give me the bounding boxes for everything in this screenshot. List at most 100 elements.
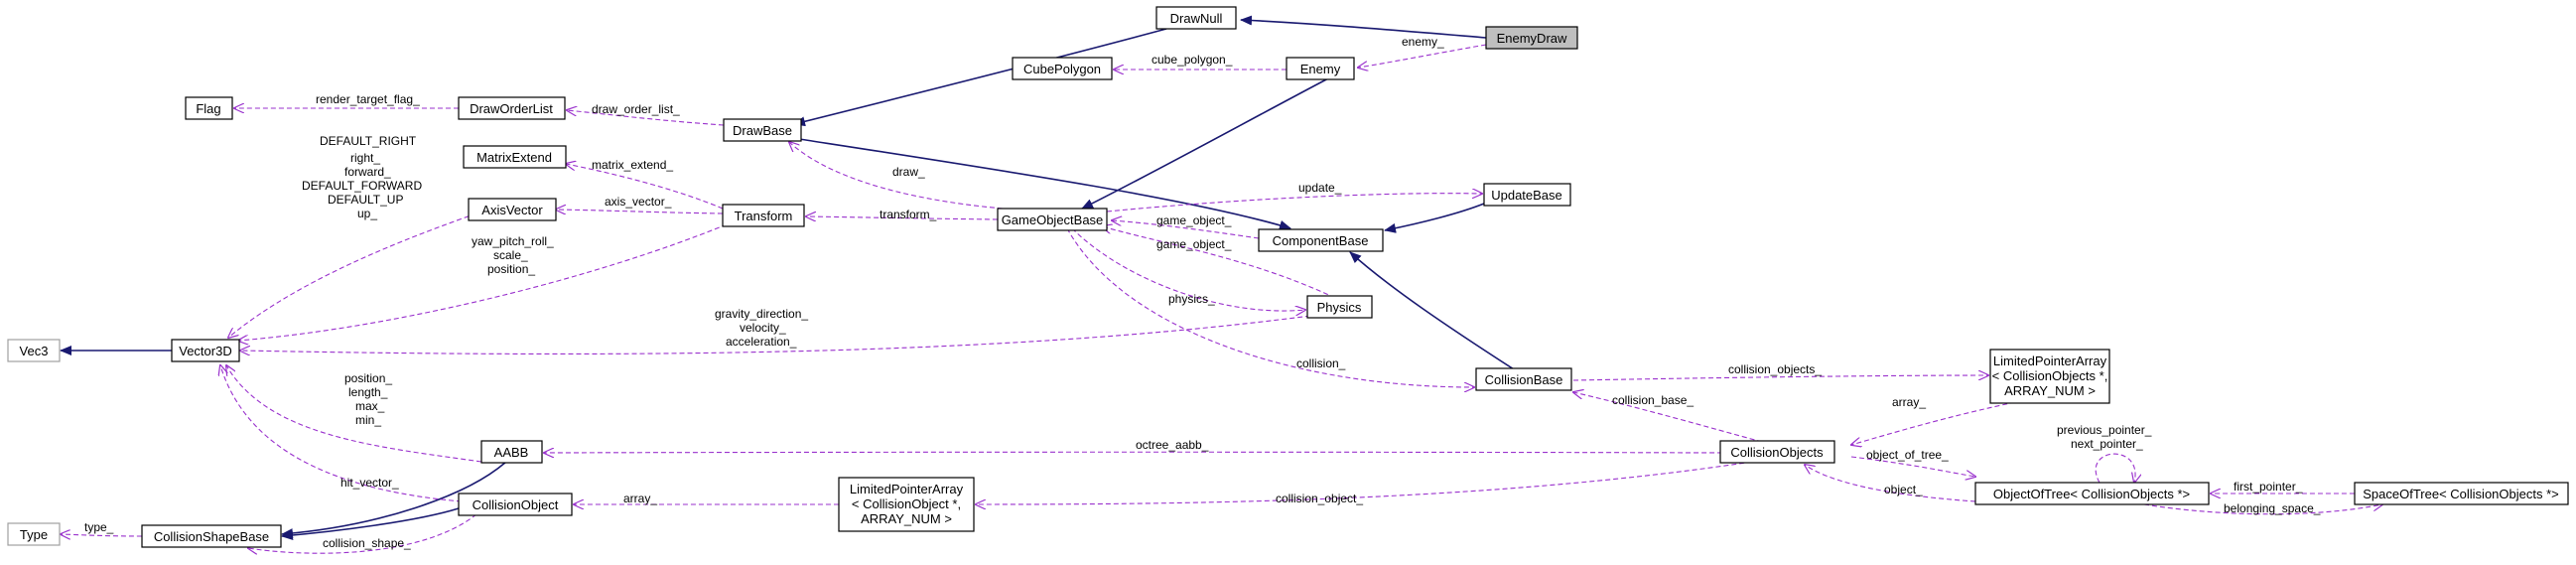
edge-lpa1-collisionobjects xyxy=(1851,401,2016,445)
node-gameobjectbase-label: GameObjectBase xyxy=(1002,212,1104,227)
edge-objectoftree-spaceoftree xyxy=(2143,504,2382,515)
node-draworderlist[interactable]: DrawOrderList xyxy=(458,96,566,120)
node-updatebase[interactable]: UpdateBase xyxy=(1483,183,1571,207)
label-game-object-2: game_object_ xyxy=(1156,237,1232,251)
node-collisionobjects[interactable]: CollisionObjects xyxy=(1719,440,1835,464)
edge-gameobjectbase-collisionbase xyxy=(1066,227,1474,387)
node-cubepolygon[interactable]: CubePolygon xyxy=(1012,57,1113,80)
label-belonging-space: belonging_space_ xyxy=(2224,501,2321,515)
label-vec-2: right_ xyxy=(350,151,380,165)
nodes: EnemyDraw DrawNull Enemy CubePolygon Fla… xyxy=(7,6,2569,548)
edge-gameobjectbase-drawbase xyxy=(789,142,1004,210)
label-octree-aabb: octree_aabb_ xyxy=(1136,438,1209,452)
node-flag-label: Flag xyxy=(196,101,220,116)
node-enemydraw[interactable]: EnemyDraw xyxy=(1485,26,1578,50)
edge-physics-vector3d xyxy=(240,315,1311,353)
edge-objectoftree-self xyxy=(2095,453,2135,483)
edge-collisionobject-vector3d xyxy=(220,365,463,502)
node-collisionobject[interactable]: CollisionObject xyxy=(458,493,573,516)
node-updatebase-label: UpdateBase xyxy=(1491,188,1562,203)
node-aabb[interactable]: AABB xyxy=(480,440,543,464)
edge-transform-axisvector xyxy=(556,210,724,213)
edge-gameobjectbase-updatebase xyxy=(1106,194,1482,212)
label-type: type_ xyxy=(84,520,114,534)
node-axisvector[interactable]: AxisVector xyxy=(468,198,557,221)
edge-gameobjectbase-physics xyxy=(1071,227,1305,311)
node-transform[interactable]: Transform xyxy=(722,204,805,227)
node-drawbase[interactable]: DrawBase xyxy=(723,118,802,142)
label-vec-4: DEFAULT_FORWARD xyxy=(302,179,422,193)
node-flag[interactable]: Flag xyxy=(185,96,233,120)
label-matrix-extend: matrix_extend_ xyxy=(592,158,673,172)
label-collision-shape: collision_shape_ xyxy=(323,536,411,550)
label-object-of-tree: object_of_tree_ xyxy=(1866,448,1949,462)
edge-gameobjectbase-transform xyxy=(806,216,999,219)
label-aabb-vec-1: position_ xyxy=(344,371,392,385)
node-matrixextend[interactable]: MatrixExtend xyxy=(463,145,567,169)
edges xyxy=(61,15,2382,553)
node-drawnull[interactable]: DrawNull xyxy=(1155,6,1237,30)
label-aabb-vec-4: min_ xyxy=(355,413,381,427)
node-spaceoftree[interactable]: SpaceOfTree< CollisionObjects *> xyxy=(2354,482,2569,505)
label-physics-vec-2: velocity_ xyxy=(740,321,786,335)
node-collisionobjects-label: CollisionObjects xyxy=(1730,445,1824,460)
node-enemydraw-label: EnemyDraw xyxy=(1497,31,1567,46)
node-enemy[interactable]: Enemy xyxy=(1286,57,1355,80)
label-update: update_ xyxy=(1298,181,1342,195)
node-axisvector-label: AxisVector xyxy=(481,203,543,217)
node-spaceoftree-label: SpaceOfTree< CollisionObjects *> xyxy=(2363,487,2559,501)
node-lpa2-label-1: LimitedPointerArray xyxy=(850,482,964,496)
node-collisionobject-label: CollisionObject xyxy=(473,497,559,512)
edge-drawnull-drawbase xyxy=(793,28,1167,127)
edge-axisvector-vector3d xyxy=(228,212,477,338)
node-physics[interactable]: Physics xyxy=(1306,295,1373,319)
node-gameobjectbase[interactable]: GameObjectBase xyxy=(997,208,1108,231)
label-object: object_ xyxy=(1884,483,1923,496)
label-first-pointer: first_pointer_ xyxy=(2234,480,2303,494)
node-type-label: Type xyxy=(20,527,48,542)
label-pointers-2: next_pointer_ xyxy=(2071,437,2143,451)
label-hit-vector: hit_vector_ xyxy=(340,476,399,490)
label-render-target-flag: render_target_flag_ xyxy=(316,92,420,106)
node-collisionshapebase[interactable]: CollisionShapeBase xyxy=(141,524,282,548)
edge-drawbase-componentbase xyxy=(798,138,1291,230)
edge-collisionshapebase-type xyxy=(61,534,143,536)
label-array-2: array_ xyxy=(623,492,657,505)
node-type[interactable]: Type xyxy=(7,522,61,546)
node-vec3[interactable]: Vec3 xyxy=(7,339,61,362)
edge-collisionobjects-aabb xyxy=(544,452,1723,453)
node-lpa-collisionobject[interactable]: LimitedPointerArray < CollisionObject *,… xyxy=(838,477,975,532)
label-game-object-1: game_object_ xyxy=(1156,213,1232,227)
label-aabb-vec-2: length_ xyxy=(348,385,388,399)
edge-objectoftree-collisionobjects xyxy=(1805,465,1976,502)
label-array-1: array_ xyxy=(1892,395,1926,409)
label-enemy: enemy_ xyxy=(1402,35,1444,49)
node-collisionbase[interactable]: CollisionBase xyxy=(1475,367,1572,391)
edge-enemy-gameobjectbase xyxy=(1081,76,1331,210)
edge-aabb-collisionshapebase xyxy=(281,461,507,539)
label-physics-vec-3: acceleration_ xyxy=(726,335,797,349)
node-objectoftree[interactable]: ObjectOfTree< CollisionObjects *> xyxy=(1974,482,2210,505)
edge-collisionobjects-objectoftree xyxy=(1850,456,1975,477)
node-vector3d[interactable]: Vector3D xyxy=(171,339,240,362)
node-enemy-label: Enemy xyxy=(1300,62,1341,76)
node-drawnull-label: DrawNull xyxy=(1170,11,1223,26)
node-lpa2-label-2: < CollisionObject *, xyxy=(852,496,961,511)
label-vec-1: DEFAULT_RIGHT xyxy=(320,134,417,148)
edge-aabb-vector3d xyxy=(226,365,482,463)
label-draw: draw_ xyxy=(892,165,925,179)
label-aabb-vec-3: max_ xyxy=(355,399,385,413)
edge-drawbase-draworderlist xyxy=(567,110,725,126)
node-cubepolygon-label: CubePolygon xyxy=(1023,62,1101,76)
label-vec-6: up_ xyxy=(357,207,377,220)
edge-enemydraw-drawnull xyxy=(1240,15,1487,39)
label-physics: physics_ xyxy=(1168,292,1215,306)
node-draworderlist-label: DrawOrderList xyxy=(470,101,553,116)
label-vec-5: DEFAULT_UP xyxy=(328,193,403,207)
node-lpa1-label-3: ARRAY_NUM > xyxy=(2004,383,2096,398)
node-lpa-collisionobjects[interactable]: LimitedPointerArray < CollisionObjects *… xyxy=(1989,349,2110,404)
node-componentbase[interactable]: ComponentBase xyxy=(1258,228,1384,252)
edge-collisionbase-lpa1 xyxy=(1572,375,1988,381)
node-collisionbase-label: CollisionBase xyxy=(1485,372,1563,387)
